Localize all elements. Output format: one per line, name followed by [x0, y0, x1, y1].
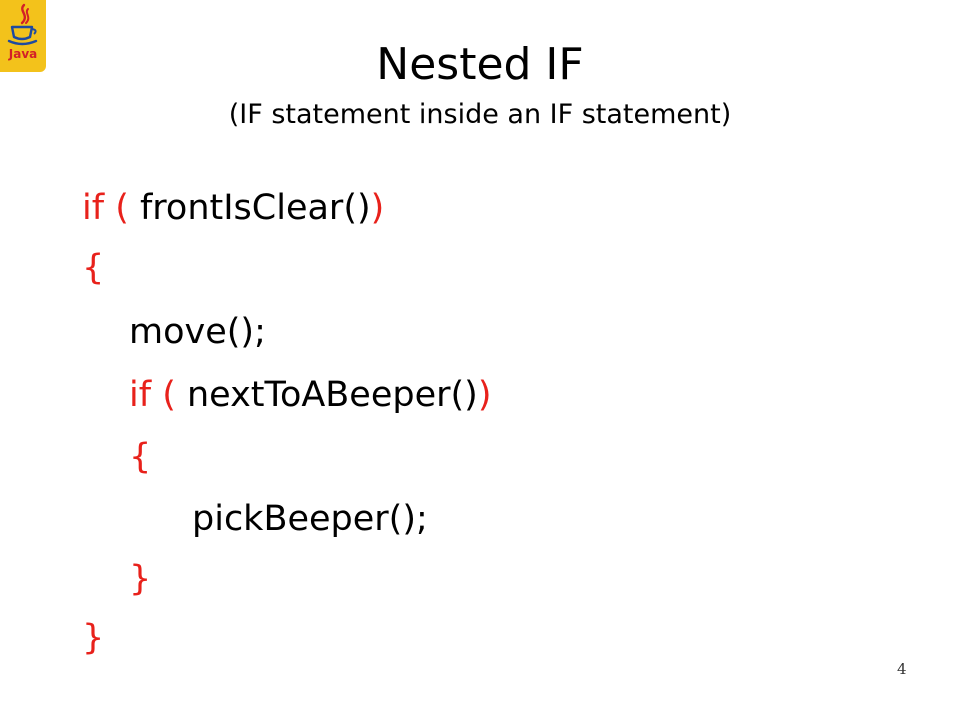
code-line-if-next-to-a-beeper: if ( nextToABeeper()): [129, 371, 491, 419]
java-logo-text: Java: [8, 47, 38, 61]
slide-subtitle: (IF statement inside an IF statement): [228, 99, 732, 130]
open-paren: (: [115, 188, 129, 228]
code-line-close-brace-outer: }: [82, 618, 105, 658]
close-paren: ): [477, 375, 492, 415]
code-line-close-brace-inner: }: [129, 559, 152, 599]
condition-next-to-a-beeper: nextToABeeper(): [175, 375, 478, 415]
java-logo: Java: [0, 0, 46, 72]
code-line-pick-beeper: pickBeeper();: [192, 499, 428, 539]
code-line-if-front-is-clear: if ( frontIsClear()): [82, 184, 384, 232]
if-keyword: if: [82, 188, 105, 228]
slide-title: Nested IF: [376, 39, 584, 90]
condition-front-is-clear: frontIsClear(): [128, 188, 371, 228]
java-coffee-cup-icon: [7, 3, 38, 46]
code-line-open-brace-inner: {: [129, 437, 152, 477]
slide-number: 4: [897, 660, 907, 678]
if-keyword: if: [129, 375, 152, 415]
open-paren: (: [162, 375, 176, 415]
code-line-move: move();: [129, 312, 266, 352]
close-paren: ): [370, 188, 385, 228]
code-line-open-brace-outer: {: [82, 248, 105, 288]
